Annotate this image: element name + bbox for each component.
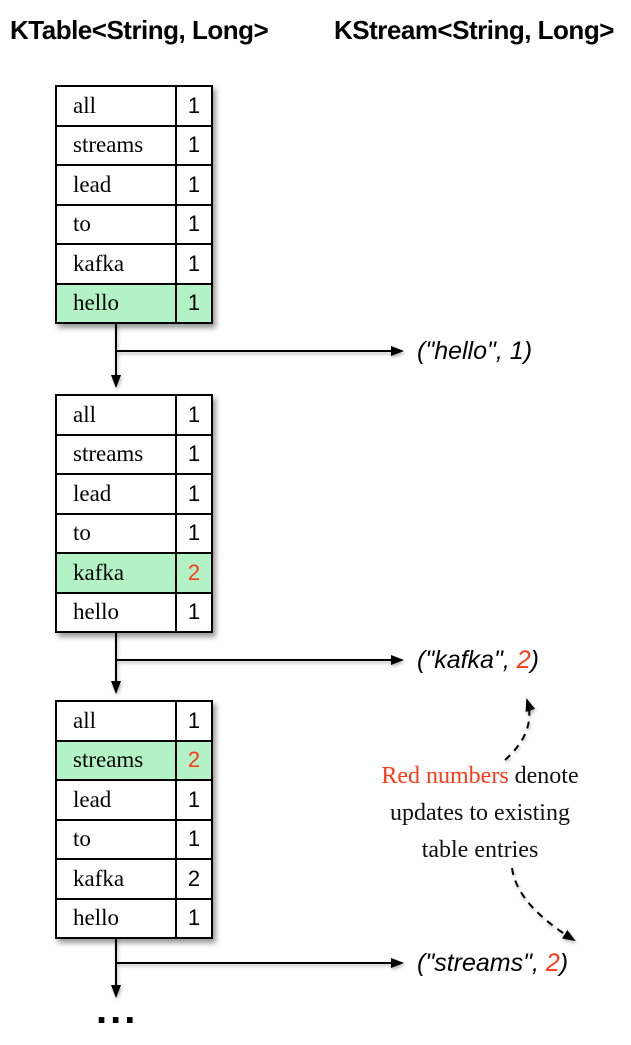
annotation-note: Red numbers denote updates to existing t… [330, 758, 630, 869]
word-cell: hello [57, 284, 177, 322]
word-cell: kafka [57, 860, 177, 898]
count-cell-updated: 2 [177, 741, 211, 779]
count-cell: 2 [187, 865, 201, 891]
table-row: to 1 [57, 205, 211, 245]
table-row: all 1 [57, 702, 211, 742]
ktable-column-header: KTable<String, Long> [10, 15, 269, 45]
annotation-line-3: table entries [421, 837, 539, 863]
annotation-line-1-rest: denote [508, 763, 579, 789]
count-cell: 1 [187, 92, 201, 118]
count-cell: 1 [177, 284, 211, 322]
word-cell: lead [57, 781, 177, 819]
ktable-snapshot-2: all 1 streams 1 lead 1 to 1 kafka 2 hell… [55, 394, 213, 633]
table-row: hello 1 [57, 899, 211, 937]
record-suffix: ) [559, 949, 569, 977]
table-row-highlighted: streams 2 [57, 741, 211, 781]
count-cell: 1 [187, 401, 201, 427]
table-row: all 1 [57, 396, 211, 436]
ktable-snapshot-3: all 1 streams 2 lead 1 to 1 kafka 2 hell… [55, 700, 213, 939]
record-prefix: ("kafka", [417, 646, 517, 674]
word-cell: kafka [57, 245, 177, 283]
word-cell: all [57, 702, 177, 740]
word-cell: hello [57, 593, 177, 631]
count-cell: 1 [187, 250, 201, 276]
word-cell: hello [57, 899, 177, 937]
count-cell: 1 [187, 707, 201, 733]
stream-record-hello: ("hello", 1) [417, 337, 532, 366]
record-suffix: ) [523, 337, 533, 365]
count-cell: 1 [187, 132, 201, 158]
table-row: lead 1 [57, 781, 211, 821]
annotation-arrow-down [511, 867, 576, 942]
word-cell: kafka [57, 554, 177, 592]
table-row: hello 1 [57, 593, 211, 631]
stream-record-streams: ("streams", 2) [417, 949, 568, 978]
table-row: kafka 2 [57, 860, 211, 900]
kstream-column-header: KStream<String, Long> [334, 15, 614, 45]
word-cell: all [57, 87, 177, 125]
count-cell: 1 [187, 520, 201, 546]
word-cell: streams [57, 126, 177, 164]
table-row: all 1 [57, 87, 211, 127]
count-cell: 1 [187, 826, 201, 852]
record-prefix: ("hello", [417, 337, 510, 365]
table-row: streams 1 [57, 126, 211, 166]
word-cell: lead [57, 166, 177, 204]
word-cell: lead [57, 475, 177, 513]
annotation-red-text: Red numbers [381, 763, 509, 789]
table-row: kafka 1 [57, 245, 211, 285]
table-row-highlighted: kafka 2 [57, 554, 211, 594]
annotation-line-1: Red numbers denote [330, 758, 630, 795]
record-value: 1 [509, 337, 524, 365]
word-cell: streams [57, 741, 177, 779]
table-row: lead 1 [57, 166, 211, 206]
word-cell: to [57, 205, 177, 243]
ktable-snapshot-1: all 1 streams 1 lead 1 to 1 kafka 1 hell… [55, 85, 213, 324]
table-row: to 1 [57, 514, 211, 554]
word-cell: to [57, 514, 177, 552]
table-row: lead 1 [57, 475, 211, 515]
count-cell: 1 [187, 211, 201, 237]
annotation-arrow-up [504, 698, 536, 761]
count-cell: 1 [187, 905, 201, 931]
count-cell-updated: 2 [177, 554, 211, 592]
word-cell: streams [57, 435, 177, 473]
word-cell: all [57, 396, 177, 434]
record-suffix: ) [530, 646, 539, 674]
record-prefix: ("streams", [417, 949, 546, 977]
table-row: to 1 [57, 820, 211, 860]
record-value-red: 2 [545, 949, 560, 977]
count-cell: 1 [187, 441, 201, 467]
stream-record-kafka: ("kafka", 2) [417, 646, 539, 675]
count-cell: 1 [187, 599, 201, 625]
table-row: streams 1 [57, 435, 211, 475]
count-cell: 1 [187, 480, 201, 506]
record-value-red: 2 [516, 646, 531, 674]
word-cell: to [57, 820, 177, 858]
continuation-ellipsis: ... [96, 988, 139, 1032]
table-row-highlighted: hello 1 [57, 284, 211, 322]
annotation-line-2: updates to existing [390, 800, 570, 826]
count-cell: 1 [187, 171, 201, 197]
count-cell: 1 [187, 786, 201, 812]
